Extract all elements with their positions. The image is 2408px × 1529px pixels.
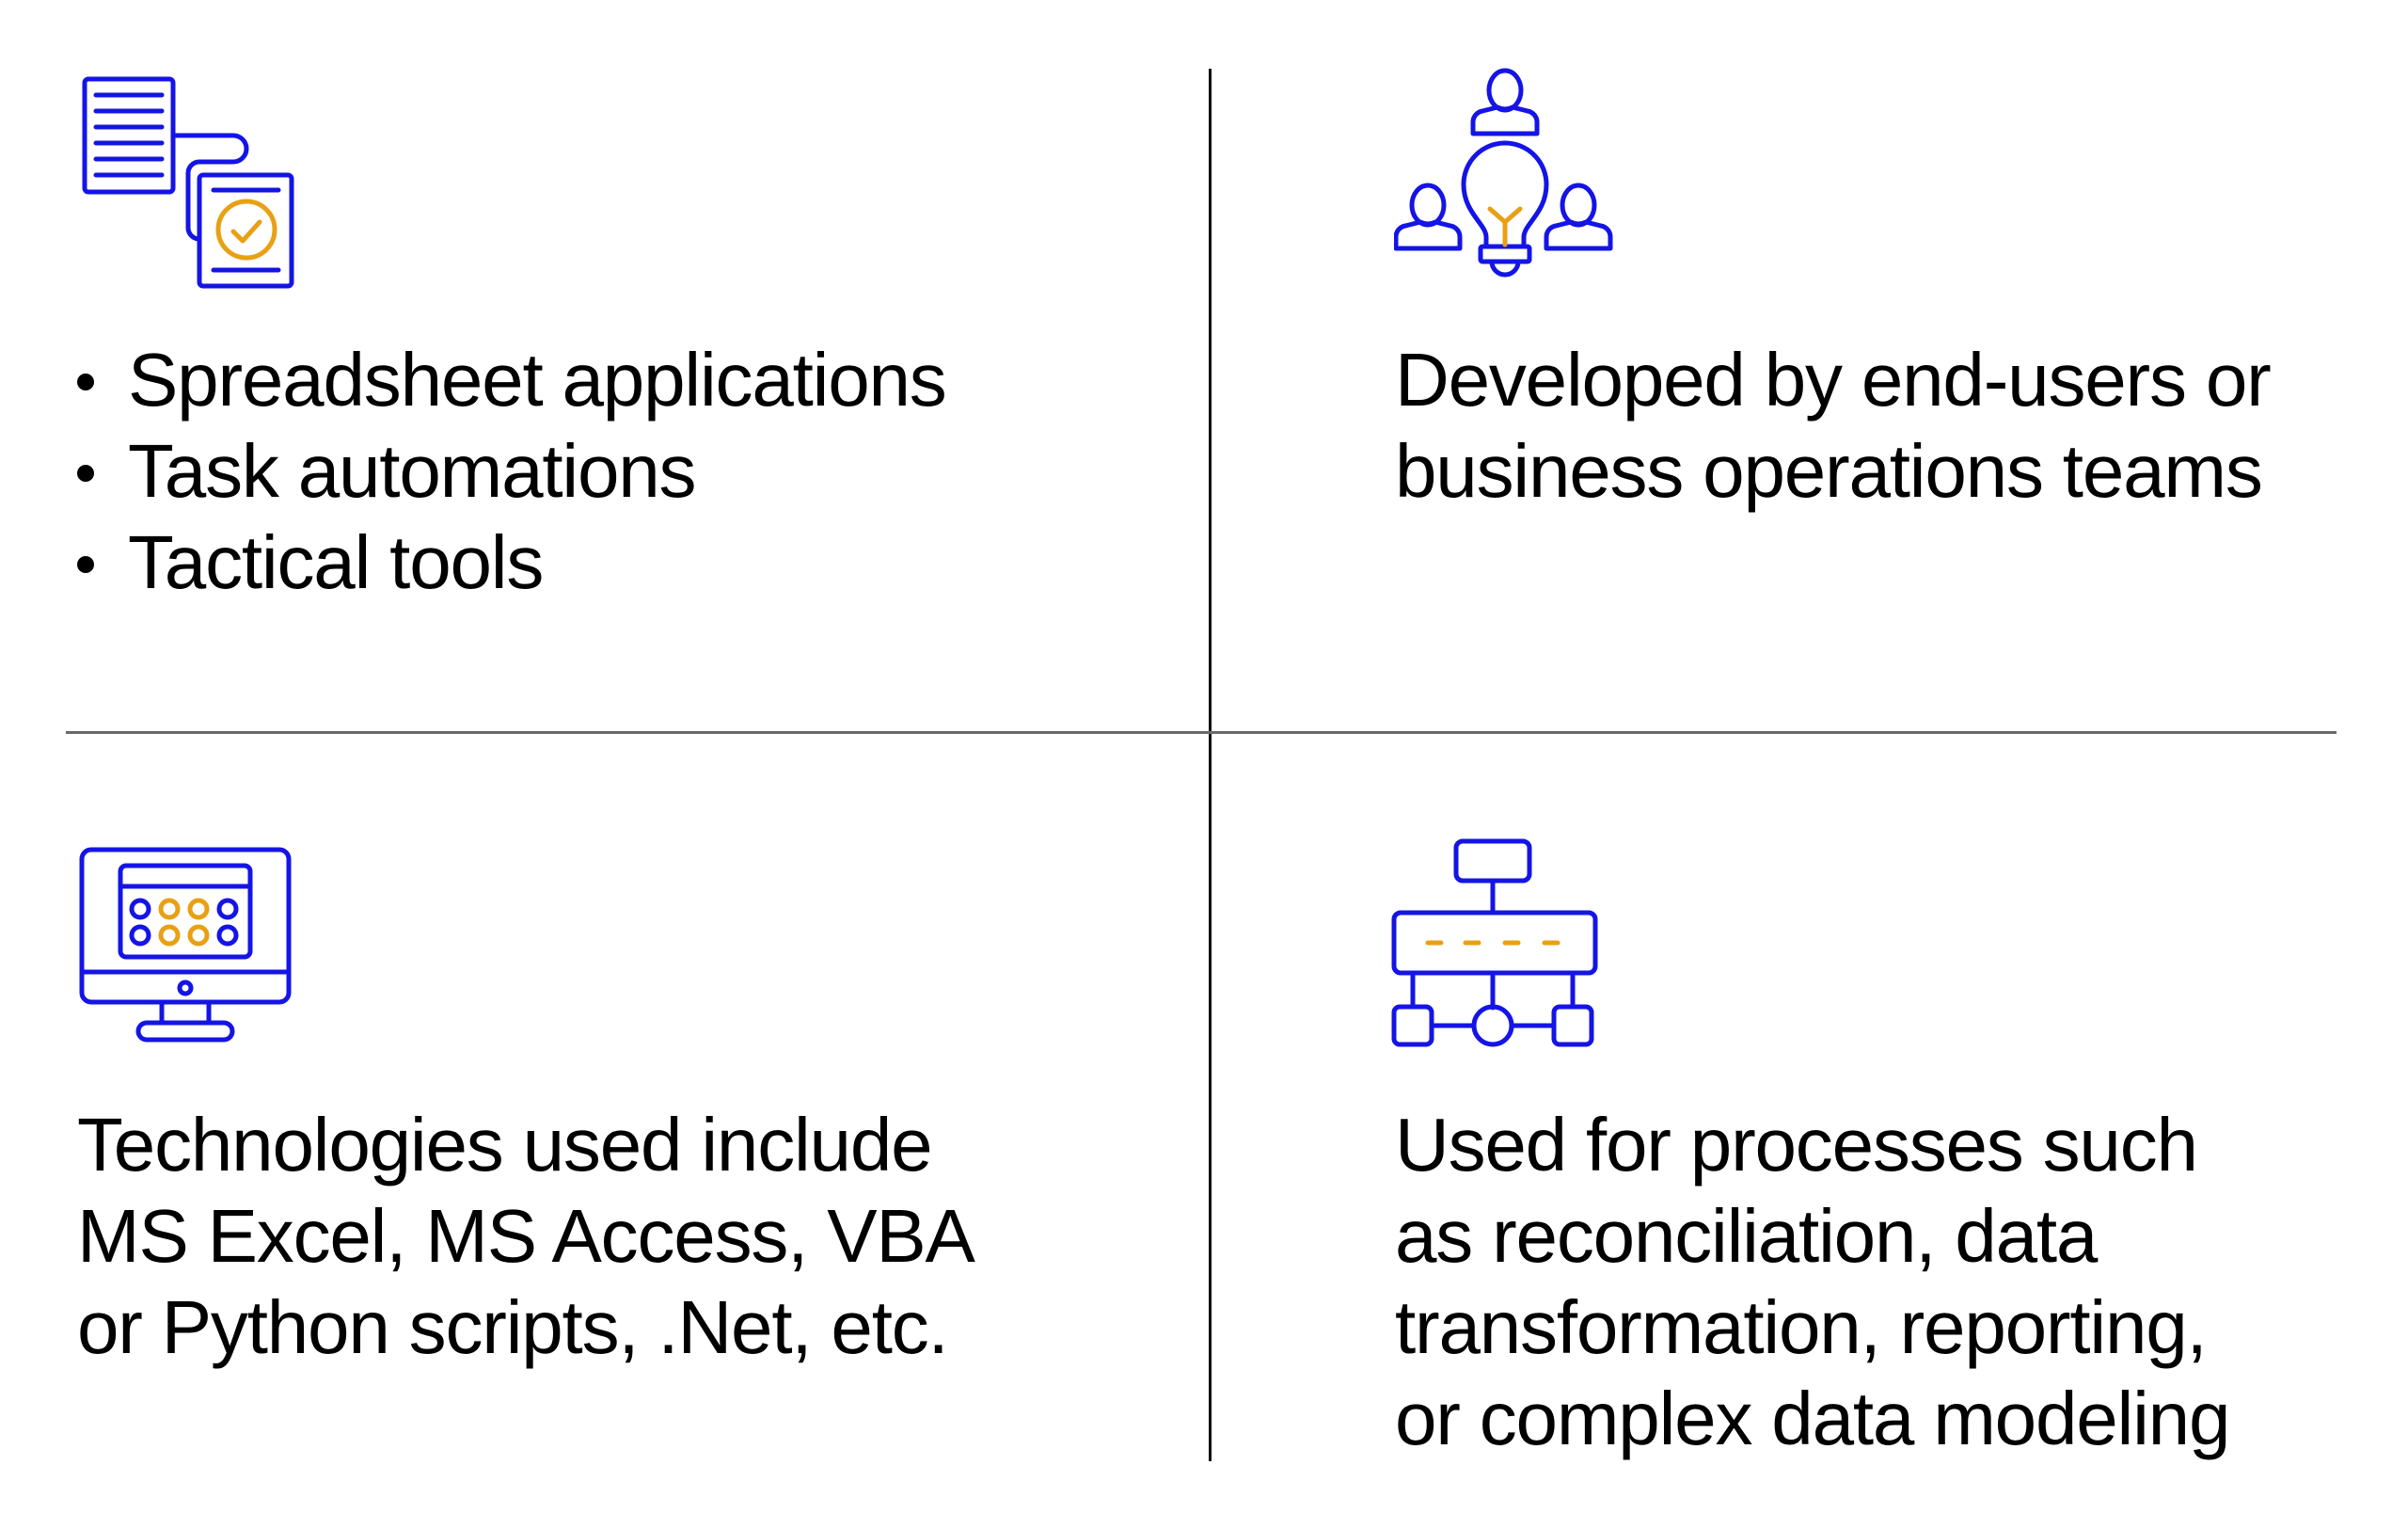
- list-item: Tactical tools: [71, 517, 946, 608]
- monitor-app-icon: [79, 847, 292, 1044]
- hierarchy-network-icon: [1390, 837, 1599, 1052]
- vertical-divider: [1209, 69, 1212, 1461]
- development-description: Developed by end-users or business opera…: [1395, 338, 2272, 513]
- list-item: Spreadsheet applications: [71, 334, 947, 425]
- feature-bullet-list: Spreadsheet applications Task automation…: [71, 334, 947, 608]
- bullet-icon: [77, 374, 94, 390]
- technologies-description: Technologies used include MS Excel, MS A…: [77, 1103, 975, 1369]
- processes-description: Used for processes such as reconciliatio…: [1395, 1103, 2230, 1460]
- bullet-icon: [77, 465, 94, 482]
- documents-check-icon: [81, 75, 295, 290]
- team-idea-lightbulb-icon: [1394, 68, 1616, 292]
- list-item: Task automations: [71, 425, 946, 517]
- bullet-icon: [77, 556, 94, 573]
- horizontal-divider: [66, 731, 2337, 734]
